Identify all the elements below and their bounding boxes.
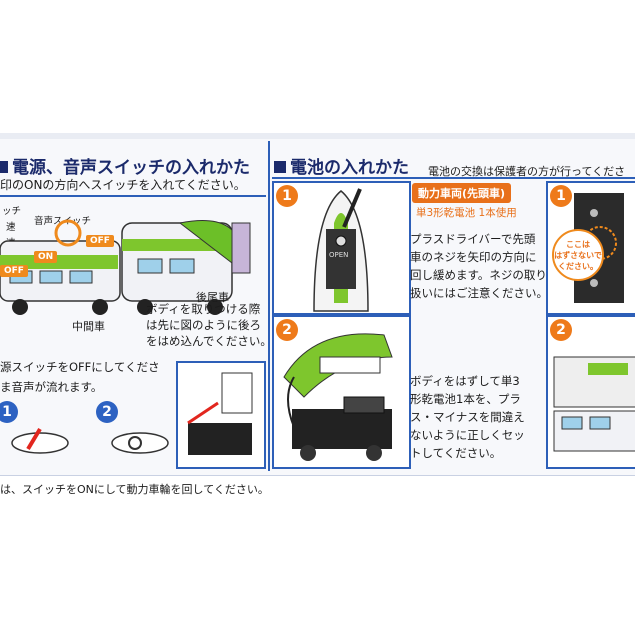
step2-line-1: ボディをはずして単3 bbox=[410, 374, 520, 388]
middle-car-window-2 bbox=[39, 270, 63, 284]
right-section-title: 電池の入れかた bbox=[274, 153, 409, 178]
battery-type: 単3形乾電池 1本使用 bbox=[416, 207, 517, 219]
off-label: OFF bbox=[86, 235, 114, 247]
nose-screw-illustration bbox=[313, 188, 369, 312]
step2-line-4: ないように正しくセッ bbox=[410, 428, 525, 442]
off-note-2: ま音声が流れます。 bbox=[0, 380, 103, 394]
instruction-sheet: 電源、音声スイッチの入れかた 印のONの方向へスイッチを入れてください。 ッチ … bbox=[0, 133, 635, 503]
callout-line-1: ここは bbox=[566, 240, 590, 249]
title-marker-right bbox=[274, 161, 286, 173]
left-step-1-badge: 1 bbox=[0, 401, 18, 423]
body-note-2: は先に図のように後ろ bbox=[146, 318, 261, 332]
car-window-2 bbox=[589, 416, 611, 430]
right-step-1-badge: 1 bbox=[276, 185, 298, 207]
body-shell-side bbox=[319, 356, 381, 374]
rear-car-window-2 bbox=[169, 258, 195, 274]
middle-car-stripe bbox=[0, 255, 118, 269]
body-note-1: ボディを取りつける際 bbox=[146, 302, 261, 316]
right-step-2-badge: 2 bbox=[276, 319, 298, 341]
open-label: OPEN bbox=[329, 251, 349, 259]
top-band bbox=[0, 133, 635, 139]
wheel-4 bbox=[207, 299, 223, 315]
battery-green bbox=[588, 363, 628, 375]
step1-line-3: 回し緩めます。ネジの取り bbox=[410, 268, 547, 282]
body-attach-panel bbox=[176, 361, 266, 469]
callout-line-3: ください。 bbox=[558, 262, 598, 271]
step2-line-5: トしてください。 bbox=[410, 446, 502, 460]
rear-car-stripe bbox=[122, 239, 230, 251]
step1-line-1: プラスドライバーで先頭 bbox=[410, 232, 536, 246]
far-right-panel-2 bbox=[546, 315, 635, 469]
right-underline bbox=[272, 177, 635, 179]
sound-switch-highlight bbox=[54, 219, 82, 247]
speed-label-1: 速 bbox=[6, 222, 16, 233]
wheel-2 bbox=[92, 299, 108, 315]
title-marker bbox=[0, 161, 8, 173]
on-label: ON bbox=[34, 251, 58, 263]
rear-car-label: 後尾車 bbox=[196, 291, 229, 304]
side-open-illustration bbox=[553, 356, 635, 452]
lift-arrow bbox=[287, 376, 295, 428]
left-title-text: 電源、音声スイッチの入れかた bbox=[12, 158, 250, 178]
rear-car-window-1 bbox=[137, 258, 163, 274]
battery-insert-illustration bbox=[283, 333, 393, 461]
screwdriver bbox=[342, 188, 362, 228]
wheel-3 bbox=[137, 299, 153, 315]
switch-arrow-1 bbox=[26, 427, 42, 451]
rear-car-coupler-detail bbox=[231, 222, 251, 274]
wheel-front bbox=[300, 445, 316, 461]
far-right-step-2-badge: 2 bbox=[550, 319, 572, 341]
off-label-left: OFF bbox=[0, 265, 28, 277]
screw-2 bbox=[590, 279, 598, 287]
battery-note: 電池の交換は保護者の方が行ってくださ bbox=[428, 165, 626, 178]
left-section-title: 電源、音声スイッチの入れかた bbox=[0, 153, 250, 178]
step2-line-3: ス・マイナスを間違え bbox=[410, 410, 525, 424]
do-not-remove-callout: ここは はずさないで ください。 bbox=[552, 229, 604, 281]
callout-circle bbox=[583, 226, 617, 260]
footer-bar: は、スイッチをONにして動力車輪を回してください。 bbox=[0, 475, 635, 503]
switch-lever-1 bbox=[11, 432, 69, 454]
section-divider bbox=[268, 141, 270, 471]
chassis-2 bbox=[292, 409, 392, 449]
off-note-1: 源スイッチをOFFにしてくださ bbox=[0, 360, 160, 374]
left-step-2-badge: 2 bbox=[96, 401, 118, 423]
wheel-rear bbox=[366, 445, 382, 461]
body-attach-illustration bbox=[187, 372, 253, 455]
car-window-1 bbox=[561, 416, 583, 430]
left-underline bbox=[0, 195, 266, 197]
footer-text: は、スイッチをONにして動力車輪を回してください。 bbox=[0, 483, 269, 496]
wheel-1 bbox=[12, 299, 28, 315]
step1-line-4: 扱いにはご注意ください。 bbox=[410, 286, 548, 300]
middle-car-window-3 bbox=[69, 270, 93, 284]
step2-line-2: 形乾電池1本を、プラ bbox=[410, 392, 521, 406]
attach-arrow bbox=[187, 401, 219, 425]
body-shell bbox=[221, 372, 253, 414]
switch-label-partial: ッチ bbox=[2, 206, 22, 217]
train-illustration bbox=[0, 219, 251, 315]
power-car-badge: 動力車両(先頭車) bbox=[412, 183, 512, 203]
body-note-3: をはめ込んでください。 bbox=[146, 334, 272, 348]
right-title-text: 電池の入れかた bbox=[290, 158, 409, 178]
screw-head bbox=[335, 235, 347, 247]
far-right-step-1-badge: 1 bbox=[550, 185, 572, 207]
screw-1 bbox=[590, 209, 598, 217]
step2-panel bbox=[272, 315, 411, 469]
left-instruction: 印のONの方向へスイッチを入れてください。 bbox=[0, 178, 246, 192]
switch-steps-illustration bbox=[11, 427, 169, 454]
battery bbox=[343, 396, 385, 414]
middle-car-label: 中間車 bbox=[72, 320, 105, 333]
switch-ring-2 bbox=[128, 436, 142, 450]
callout-line-2: はずさないで bbox=[554, 251, 602, 260]
step1-line-2: 車のネジを矢印の方向に bbox=[410, 250, 537, 264]
chassis bbox=[188, 423, 252, 455]
